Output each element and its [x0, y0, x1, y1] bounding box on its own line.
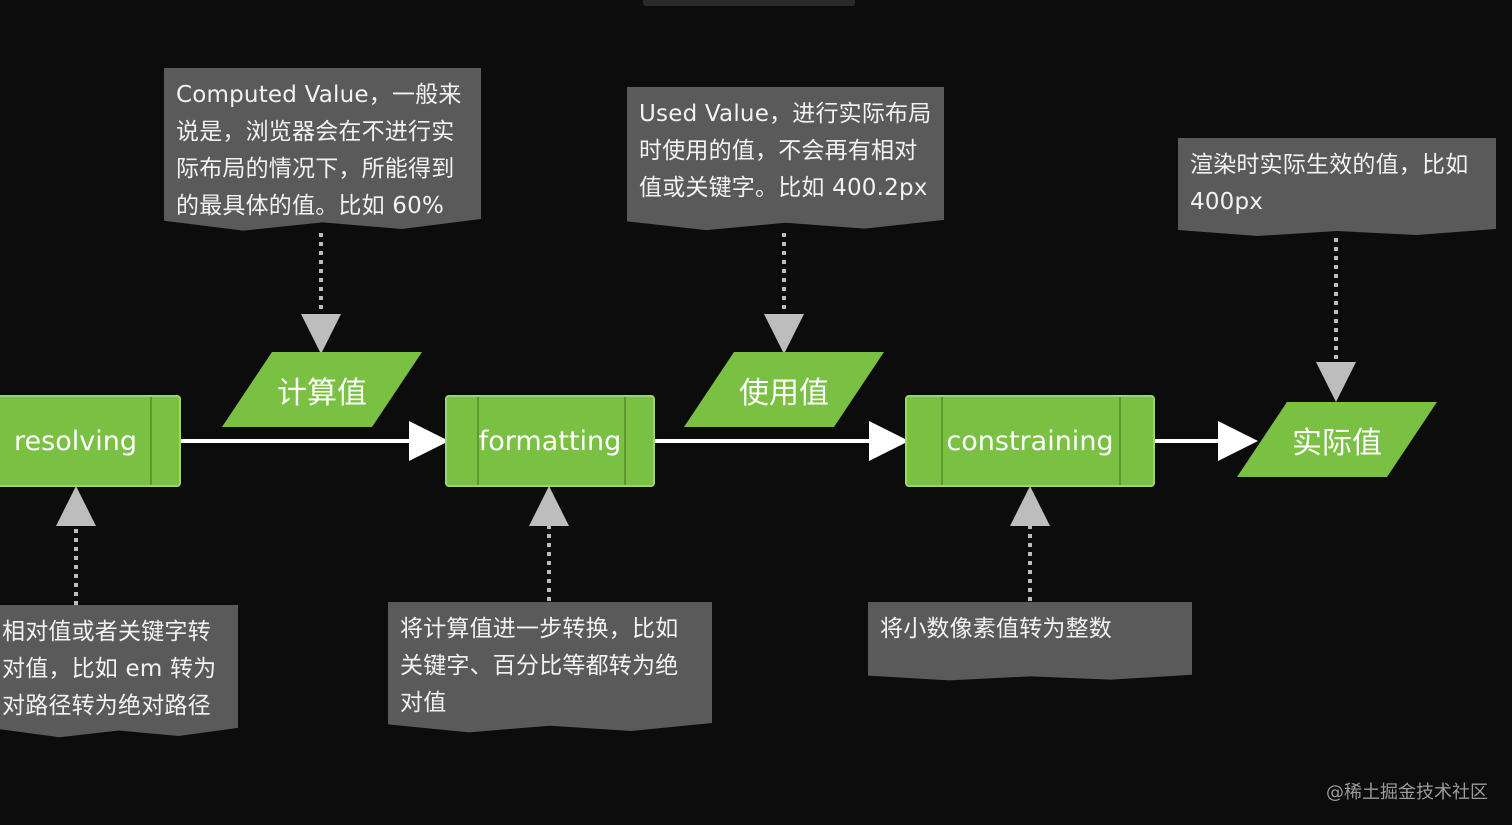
value-computed-label: 计算值	[277, 375, 367, 411]
step-resolving-label: resolving	[14, 425, 137, 457]
step-divider	[624, 397, 626, 485]
note-used-value: Used Value，进行实际布局 时使用的值，不会再有相对 值或关键字。比如 …	[627, 87, 944, 231]
note-constraining: 将小数像素值转为整数	[868, 602, 1192, 681]
note-computed-value: Computed Value，一般来 说是，浏览器会在不进行实 际布局的情况下，…	[164, 68, 481, 231]
step-constraining: constraining	[905, 395, 1155, 487]
step-constraining-label: constraining	[946, 425, 1114, 457]
step-formatting-label: formatting	[478, 425, 622, 457]
step-divider	[941, 397, 943, 485]
top-bar	[643, 0, 855, 6]
value-actual-label: 实际值	[1292, 425, 1382, 461]
step-resolving: resolving	[0, 395, 181, 487]
step-divider	[150, 397, 152, 485]
note-formatting: 将计算值进一步转换，比如 关键字、百分比等都转为绝 对值	[388, 602, 712, 733]
note-actual-value: 渲染时实际生效的值，比如 400px	[1178, 138, 1496, 236]
step-formatting: formatting	[445, 395, 655, 487]
step-divider	[1119, 397, 1121, 485]
watermark: @稀土掘金技术社区	[1326, 782, 1488, 803]
note-resolving: 相对值或者关键字转 对值，比如 em 转为 对路径转为绝对路径	[0, 605, 238, 738]
value-used-label: 使用值	[739, 375, 829, 411]
step-divider	[477, 397, 479, 485]
